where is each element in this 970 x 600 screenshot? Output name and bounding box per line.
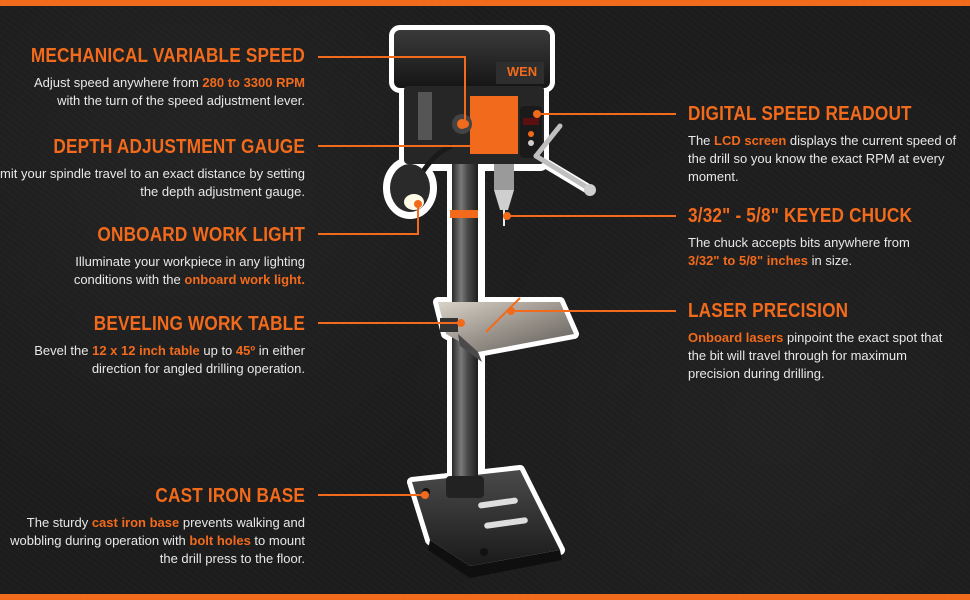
feature-description: Illuminate your workpiece in any lightin… xyxy=(73,254,305,287)
feature-highlight: onboard work light. xyxy=(184,272,305,287)
feature-speed-readout: DIGITAL SPEED READOUT The LCD screen dis… xyxy=(688,103,960,186)
cast-iron-base xyxy=(412,470,562,578)
feature-description: Limit your spindle travel to an exact di… xyxy=(0,166,305,199)
feature-mechanical-speed: MECHANICAL VARIABLE SPEED Adjust speed a… xyxy=(0,45,305,110)
feature-highlight: 45º xyxy=(235,343,256,358)
feature-highlight: 280 to 3300 RPM xyxy=(202,75,305,90)
feature-title: ONBOARD WORK LIGHT xyxy=(97,224,305,246)
feature-work-light: ONBOARD WORK LIGHT Illuminate your workp… xyxy=(55,224,305,289)
feed-handles xyxy=(533,123,591,191)
feature-title: CAST IRON BASE xyxy=(155,485,305,507)
feature-base: CAST IRON BASE The sturdy cast iron base… xyxy=(5,485,305,568)
feature-description: The chuck accepts bits anywhere from 3/3… xyxy=(688,235,910,268)
feature-description: Bevel the 12 x 12 inch table up to 45º i… xyxy=(34,343,305,376)
feature-title: DEPTH ADJUSTMENT GAUGE xyxy=(53,136,305,158)
feature-chuck: 3/32" - 5/8" KEYED CHUCK The chuck accep… xyxy=(688,205,960,270)
feature-title: LASER PRECISION xyxy=(688,300,849,322)
keyed-chuck xyxy=(494,164,514,226)
beveling-table xyxy=(438,297,574,362)
bottom-accent-band xyxy=(0,594,970,600)
feature-laser: LASER PRECISION Onboard lasers pinpoint … xyxy=(688,300,960,383)
feature-description: The LCD screen displays the current spee… xyxy=(688,133,957,184)
feature-description: The sturdy cast iron base prevents walki… xyxy=(10,515,305,566)
wen-logo-text: WEN xyxy=(507,64,537,79)
feature-description: Adjust speed anywhere from 280 to 3300 R… xyxy=(34,75,305,108)
top-accent-band xyxy=(0,0,970,6)
feature-title: BEVELING WORK TABLE xyxy=(93,313,305,335)
feature-highlight: 12 x 12 inch table xyxy=(92,343,200,358)
feature-title: MECHANICAL VARIABLE SPEED xyxy=(30,45,305,67)
feature-description: Onboard lasers pinpoint the exact spot t… xyxy=(688,330,943,381)
feature-highlight: LCD screen xyxy=(714,133,787,148)
feature-depth-gauge: DEPTH ADJUSTMENT GAUGE Limit your spindl… xyxy=(0,136,305,201)
feature-title: DIGITAL SPEED READOUT xyxy=(688,103,912,125)
feature-title: 3/32" - 5/8" KEYED CHUCK xyxy=(688,205,913,227)
feature-highlight: Onboard lasers xyxy=(688,330,784,345)
feature-highlight: 3/32" to 5/8" inches xyxy=(688,253,808,268)
drill-head: WEN xyxy=(394,30,550,164)
feature-highlight: bolt holes xyxy=(189,533,251,548)
feature-highlight: cast iron base xyxy=(91,515,180,530)
feature-work-table: BEVELING WORK TABLE Bevel the 12 x 12 in… xyxy=(15,313,305,378)
